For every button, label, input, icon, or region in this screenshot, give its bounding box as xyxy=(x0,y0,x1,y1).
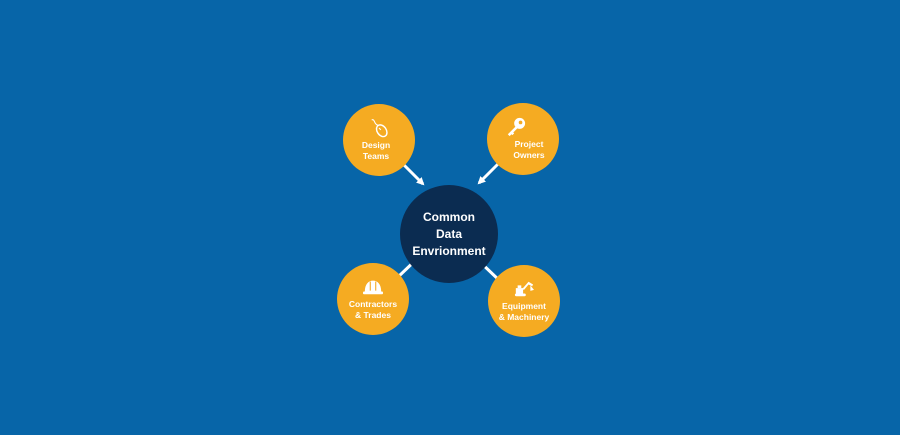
equipment-label-line-1: Equipment xyxy=(502,301,546,311)
key-icon xyxy=(507,117,526,137)
mouse-icon xyxy=(371,119,388,138)
owners-label-line-2: Owners xyxy=(513,150,545,160)
common-data-environment-hub: Common Data Envrionment xyxy=(400,185,498,283)
arrow-design-to-hub xyxy=(399,160,425,186)
design-label-line-2: Teams xyxy=(362,151,390,161)
hard-hat-icon xyxy=(363,280,383,295)
excavator-icon xyxy=(514,281,534,297)
hub-label-line-2: Data xyxy=(435,226,462,241)
contractors-label-line-1: Contractors xyxy=(348,299,398,309)
equipment-machinery-node: Equipment & Machinery xyxy=(488,265,560,337)
hub-label-line-1: Common xyxy=(423,209,475,224)
project-owners-node: Project Owners xyxy=(487,103,559,175)
contractors-trades-node: Contractors & Trades xyxy=(337,263,409,335)
contractors-label-line-2: & Trades xyxy=(355,310,391,320)
hub-label-line-3: Envrionment xyxy=(412,243,486,258)
design-teams-node: Design Teams xyxy=(343,104,415,176)
owners-label-line-1: Project xyxy=(514,139,544,149)
design-label-line-1: Design xyxy=(361,140,391,150)
equipment-label-line-2: & Machinery xyxy=(498,312,550,322)
